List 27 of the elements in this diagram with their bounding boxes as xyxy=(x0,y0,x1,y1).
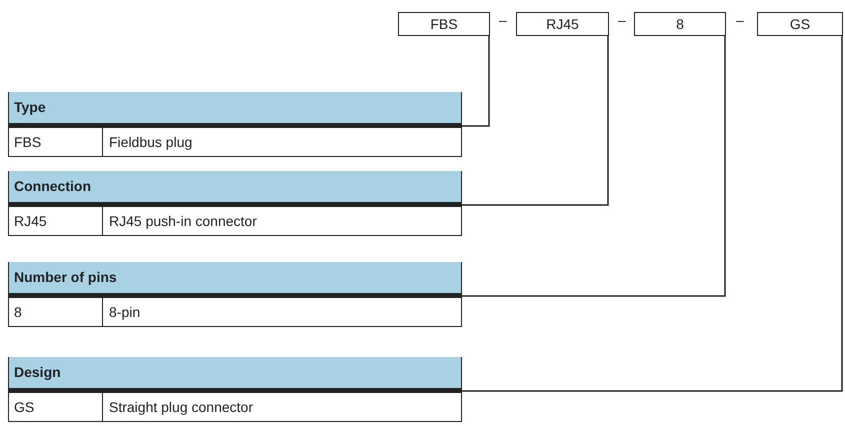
table-code: GS xyxy=(9,393,103,421)
leader-line xyxy=(462,36,726,297)
separator-dash: – xyxy=(499,12,507,28)
table-code: RJ45 xyxy=(9,207,103,235)
code-segment-box: RJ45 xyxy=(516,12,609,36)
table-description: Straight plug connector xyxy=(108,398,253,417)
table-description: RJ45 push-in connector xyxy=(108,212,257,231)
table-heading: Number of pins xyxy=(9,262,461,298)
table-code: FBS xyxy=(9,128,103,156)
separator-dash: – xyxy=(736,12,744,28)
leader-line xyxy=(462,36,490,127)
separator-dash: – xyxy=(618,12,626,28)
table-description: 8-pin xyxy=(108,303,140,322)
table-description: Fieldbus plug xyxy=(108,133,192,152)
table-heading: Connection xyxy=(9,171,461,207)
code-table xyxy=(8,92,462,157)
table-heading: Type xyxy=(9,92,461,128)
code-segment-box: 8 xyxy=(634,12,726,36)
leader-line xyxy=(462,36,843,392)
table-code: 8 xyxy=(9,298,103,326)
code-table xyxy=(8,357,462,422)
code-table xyxy=(8,262,462,327)
code-segment-box: FBS xyxy=(398,12,490,36)
leader-line xyxy=(462,36,609,206)
code-table xyxy=(8,171,462,236)
code-segment-box: GS xyxy=(757,12,843,36)
table-heading: Design xyxy=(9,357,461,393)
